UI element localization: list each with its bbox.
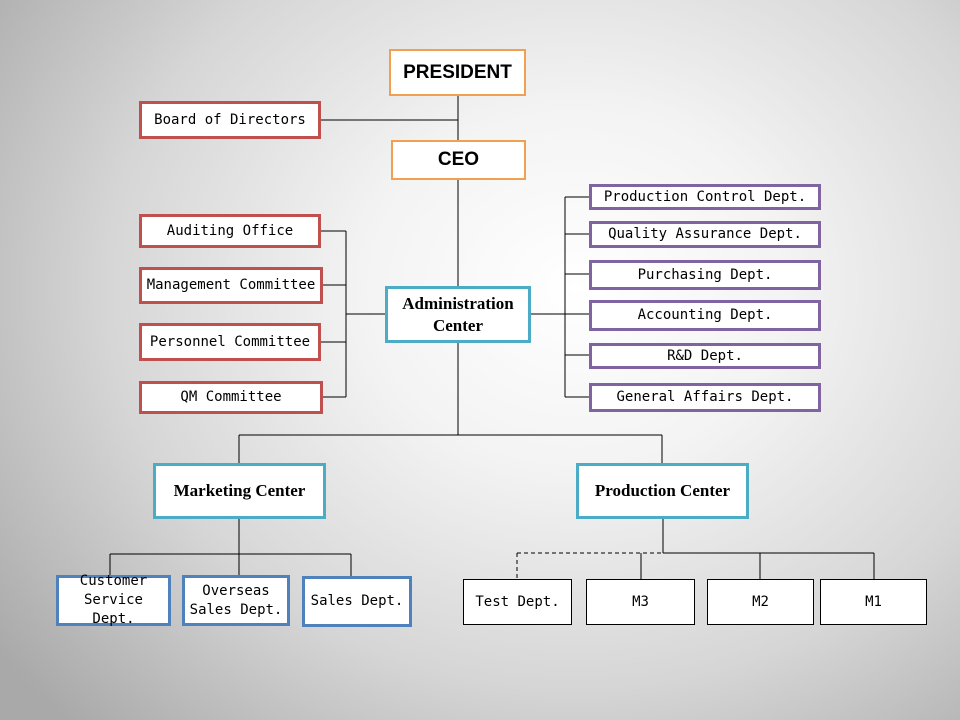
- administration-center-label: Administration Center: [402, 293, 514, 335]
- dept-label: Production Control Dept.: [603, 188, 807, 205]
- president-box: PRESIDENT: [389, 49, 526, 96]
- committee-box: Management Committee: [139, 267, 323, 304]
- dept-box: Accounting Dept.: [589, 300, 821, 331]
- committee-box: Personnel Committee: [139, 323, 321, 361]
- marketing-dept-label: Overseas Sales Dept.: [189, 582, 283, 618]
- production-dept-box: M3: [586, 579, 695, 625]
- ceo-label: CEO: [437, 149, 480, 170]
- production-dept-label: M2: [752, 593, 769, 610]
- marketing-dept-box: Customer Service Dept.: [56, 573, 171, 627]
- marketing-dept-box: Overseas Sales Dept.: [182, 575, 290, 626]
- committee-label: Personnel Committee: [149, 333, 311, 350]
- marketing-dept-label: Customer Service Dept.: [79, 573, 148, 627]
- production-dept-box: Test Dept.: [463, 579, 572, 625]
- president-label: PRESIDENT: [403, 61, 512, 83]
- marketing-center-box: Marketing Center: [153, 463, 326, 519]
- dept-label: Accounting Dept.: [637, 307, 773, 323]
- dept-label: Quality Assurance Dept.: [608, 226, 802, 242]
- committee-label: Management Committee: [146, 277, 316, 293]
- marketing-center-label: Marketing Center: [173, 481, 306, 500]
- board-of-directors-label: Board of Directors: [154, 111, 306, 128]
- ceo-box: CEO: [391, 140, 526, 180]
- dept-label: Purchasing Dept.: [637, 266, 773, 283]
- production-dept-label: M3: [632, 593, 649, 610]
- dept-box: Purchasing Dept.: [589, 260, 821, 290]
- dept-box: Production Control Dept.: [589, 184, 821, 210]
- committee-label: QM Committee: [180, 389, 282, 405]
- board-of-directors-box: Board of Directors: [139, 101, 321, 139]
- production-center-label: Production Center: [594, 481, 731, 500]
- production-dept-label: Test Dept.: [475, 593, 560, 610]
- marketing-dept-box: Sales Dept.: [302, 576, 412, 627]
- dept-box: General Affairs Dept.: [589, 383, 821, 412]
- committee-box: QM Committee: [139, 381, 323, 414]
- dept-box: R&D Dept.: [589, 343, 821, 369]
- dept-label: R&D Dept.: [667, 347, 743, 364]
- production-dept-box: M1: [820, 579, 927, 625]
- dept-label: General Affairs Dept.: [616, 389, 794, 405]
- committee-label: Auditing Office: [166, 222, 294, 239]
- marketing-dept-label: Sales Dept.: [310, 593, 404, 609]
- administration-center-box: Administration Center: [385, 286, 531, 343]
- production-dept-box: M2: [707, 579, 814, 625]
- dept-box: Quality Assurance Dept.: [589, 221, 821, 248]
- production-center-box: Production Center: [576, 463, 749, 519]
- committee-box: Auditing Office: [139, 214, 321, 248]
- production-dept-label: M1: [865, 593, 882, 610]
